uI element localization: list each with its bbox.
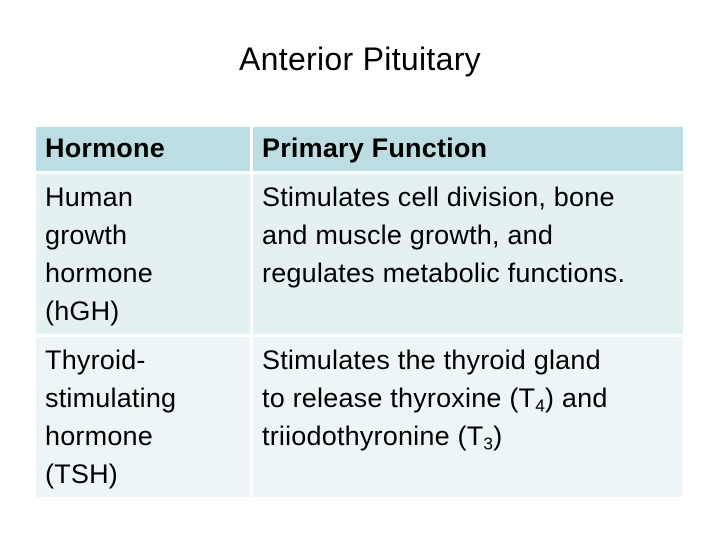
function-cell: Stimulates cell division, bone and muscl… [253, 174, 683, 334]
table-row: Human growth hormone (hGH) Stimulates ce… [36, 174, 683, 334]
header-cell-primary-function: Primary Function [253, 127, 683, 171]
table-row: Thyroid- stimulating hormone (TSH) Stimu… [36, 337, 683, 497]
slide-title: Anterior Pituitary [239, 41, 481, 77]
header-cell-hormone: Hormone [36, 127, 250, 171]
hormone-cell: Thyroid- stimulating hormone (TSH) [36, 337, 250, 497]
function-cell: Stimulates the thyroid gland to release … [253, 337, 683, 497]
hormone-table: Hormone Primary Function Human growth ho… [33, 124, 686, 500]
hormone-cell: Human growth hormone (hGH) [36, 174, 250, 334]
table-header-row: Hormone Primary Function [36, 127, 683, 171]
